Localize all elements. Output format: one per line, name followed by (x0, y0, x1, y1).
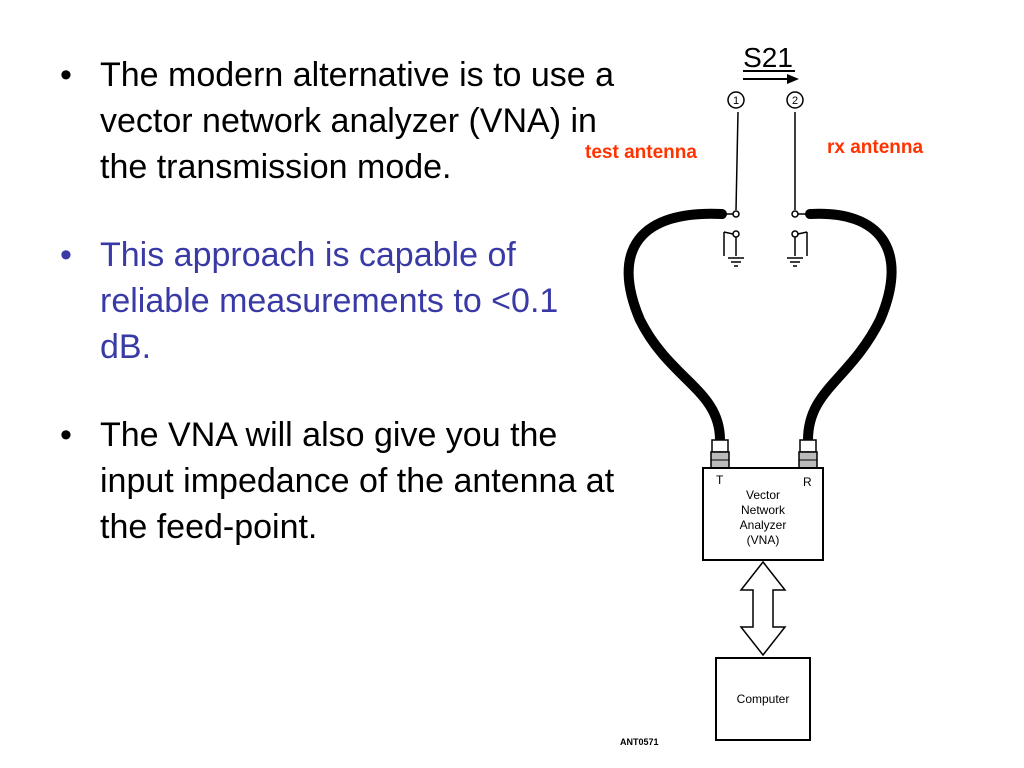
data-link-arrow (739, 560, 787, 657)
bullet-text: The modern alternative is to use a vecto… (100, 56, 615, 186)
r-port-connector (798, 439, 818, 469)
port-1-label: 1 (733, 95, 739, 107)
computer-label: Computer (737, 692, 790, 706)
test-antenna-label: test antenna (585, 142, 697, 163)
vna-t-port-label: T (716, 473, 724, 487)
bullet-item: • This approach is capable of reliable m… (58, 232, 618, 370)
port-1-circle (727, 91, 745, 109)
port-2-label: 2 (792, 95, 798, 107)
bullet-item: • The modern alternative is to use a vec… (58, 52, 618, 190)
s21-label: S21 (743, 42, 793, 73)
vna-label-line: Analyzer (740, 518, 787, 532)
t-port-connector (710, 439, 730, 469)
rx-coax-cable (803, 208, 897, 445)
vna-label-line: Network (741, 503, 786, 517)
test-antenna-feed (722, 111, 744, 267)
bullet-list: • The modern alternative is to use a vec… (58, 52, 618, 592)
bullet-text: This approach is capable of reliable mea… (100, 236, 559, 366)
vna-r-port-label: R (803, 475, 812, 489)
vna-label-line: (VNA) (747, 533, 780, 547)
vna-label-line: Vector (746, 488, 780, 502)
test-coax-cable (623, 208, 727, 445)
rx-antenna-feed (787, 112, 810, 267)
s21-arrow-head (787, 74, 799, 84)
port-2-circle (786, 91, 804, 109)
bullet-item: • The VNA will also give you the input i… (58, 412, 618, 550)
computer-box (715, 657, 811, 741)
bullet-text: The VNA will also give you the input imp… (100, 416, 615, 546)
rx-antenna-label: rx antenna (827, 137, 924, 158)
bullet-glyph: • (60, 416, 72, 454)
bullet-glyph: • (60, 236, 72, 274)
bullet-glyph: • (60, 56, 72, 94)
figure-code: ANT0571 (620, 737, 659, 747)
vna-box (702, 467, 824, 561)
